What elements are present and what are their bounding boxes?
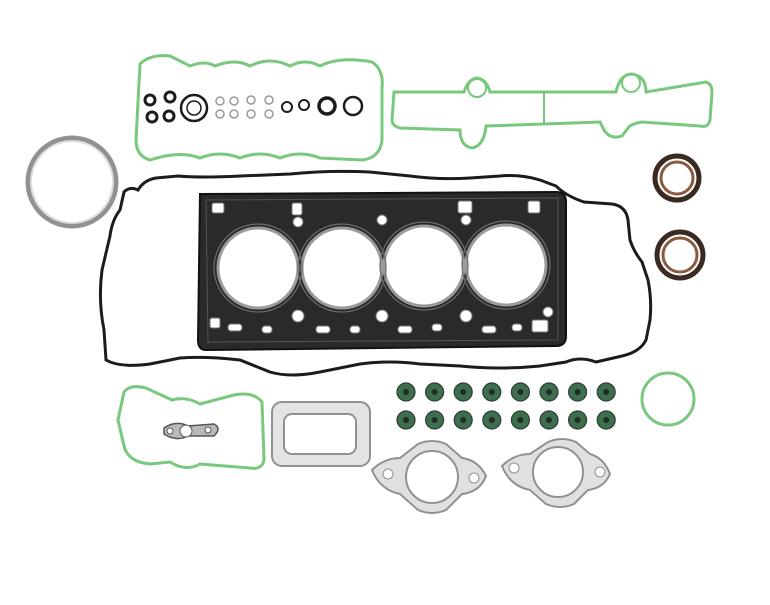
turbo-oil-flange-gasket [163, 422, 219, 440]
valve-stem-seals [396, 382, 616, 430]
valve-stem-seal-bore [574, 389, 581, 395]
valve-stem-seal-bore [431, 417, 438, 423]
oil-pan-gasket-green [116, 385, 266, 470]
valve-stem-seal-bore [546, 389, 552, 395]
turbo-outlet-gasket [271, 401, 371, 467]
crankshaft-oil-seal-top [652, 153, 702, 203]
valve-stem-seal-bore [403, 417, 409, 423]
valve-cover-gasket-green [134, 54, 384, 162]
valve-stem-seal-bore [488, 389, 495, 395]
valve-stem-seal-bore [403, 389, 409, 395]
green-o-ring [640, 371, 696, 427]
intake-manifold-gasket-green [390, 72, 714, 150]
valve-stem-seal-bore [574, 417, 581, 423]
valve-stem-seal-bore [431, 389, 438, 395]
valve-stem-seal-bore [603, 417, 610, 423]
cylinder-head-gasket [196, 190, 567, 352]
exhaust-flange-gasket-right [500, 438, 612, 508]
valve-stem-seal-bore [460, 417, 467, 423]
rocker-cover-gasket-black [98, 169, 653, 377]
crankshaft-oil-seal-bottom [654, 229, 706, 281]
valve-stem-seal-bore [517, 389, 524, 395]
valve-stem-seal-bore [603, 389, 610, 395]
valve-stem-seal-bore [546, 417, 552, 423]
exhaust-ring-gasket [25, 135, 119, 229]
valve-stem-seal-bore [517, 417, 524, 423]
valve-stem-seal-bore [488, 417, 495, 423]
valve-stem-seal-bore [460, 389, 467, 395]
exhaust-flange-gasket-left [370, 440, 488, 514]
